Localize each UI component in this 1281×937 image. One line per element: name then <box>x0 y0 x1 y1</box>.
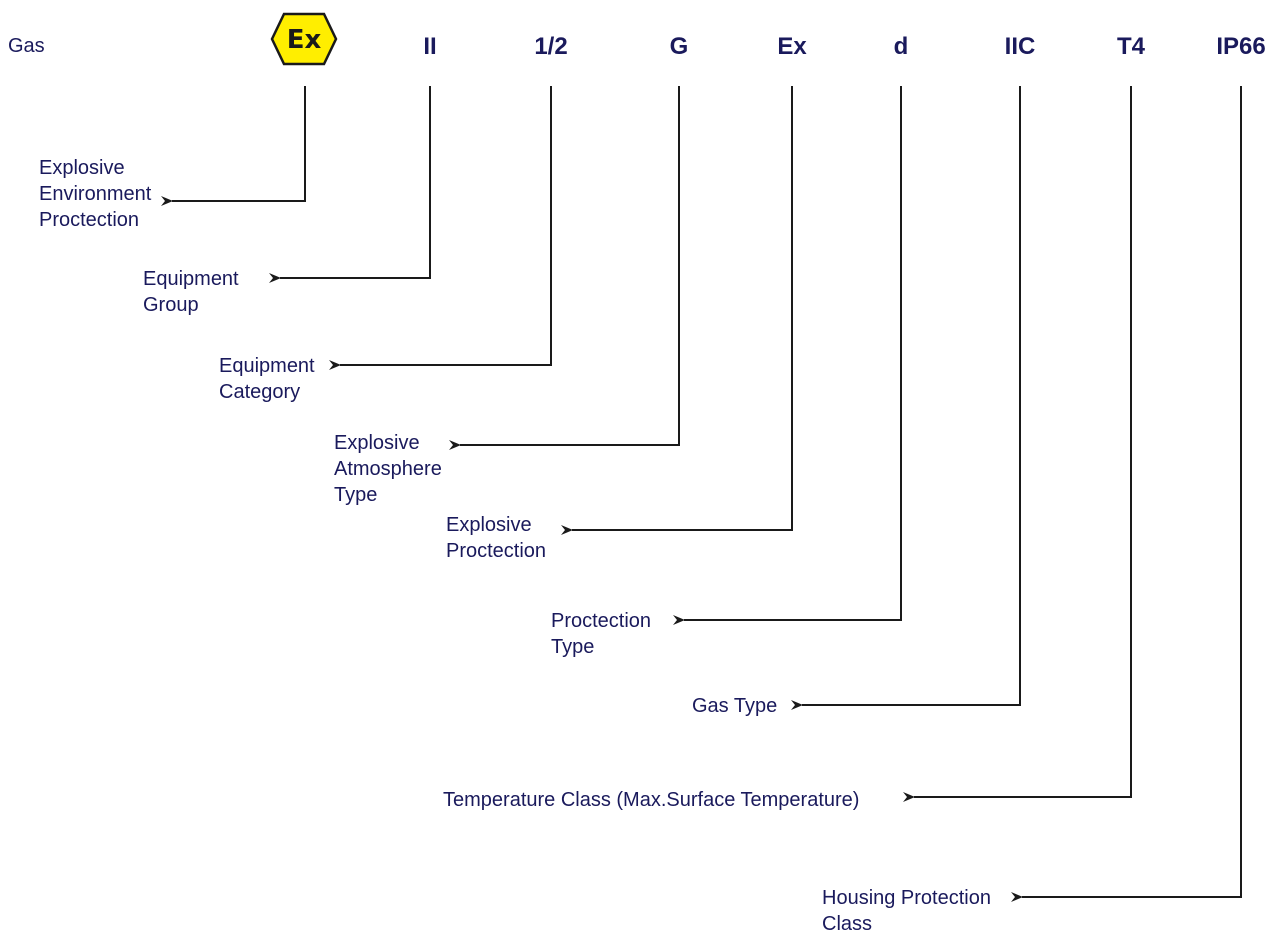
desc-equipment-category: Equipment Category <box>219 355 315 403</box>
connector-housing <box>1011 86 1242 902</box>
connector-category <box>329 86 552 370</box>
desc-housing-protection-class: Housing Protection Class <box>822 887 991 935</box>
connector-ex <box>161 86 306 206</box>
connector-atmos <box>449 86 680 450</box>
desc-explosive-atmosphere-type: Explosive Atmosphere Type <box>334 432 442 506</box>
connector-temp <box>903 86 1132 802</box>
code-atmosphere-type: G <box>669 33 689 60</box>
connector-gas-type <box>791 86 1021 710</box>
code-explosive-protection: Ex <box>777 33 807 60</box>
desc-explosive-protection: Explosive Proctection <box>446 514 547 562</box>
desc-explosive-environment-protection: Explosive Environment Proctection <box>39 157 152 231</box>
code-equipment-group: II <box>423 33 437 60</box>
connector-group <box>269 86 431 283</box>
desc-temperature-class: Temperature Class (Max.Surface Temperatu… <box>443 789 860 811</box>
medium-label: Gas <box>8 35 45 57</box>
code-gas-type: IIC <box>1004 33 1036 60</box>
code-protection-type: d <box>893 33 909 60</box>
code-equipment-category: 1/2 <box>534 33 568 60</box>
desc-protection-type: Proctection Type <box>551 610 652 658</box>
desc-equipment-group: Equipment Group <box>143 268 239 316</box>
connector-ex-prot <box>561 86 793 535</box>
connector-prot-type <box>673 86 902 625</box>
code-temperature-class: T4 <box>1116 33 1146 60</box>
code-housing-protection: IP66 <box>1216 33 1266 60</box>
ex-logo-icon: Ex <box>270 12 338 66</box>
desc-gas-type: Gas Type <box>692 695 778 717</box>
svg-text:Ex: Ex <box>287 25 322 55</box>
